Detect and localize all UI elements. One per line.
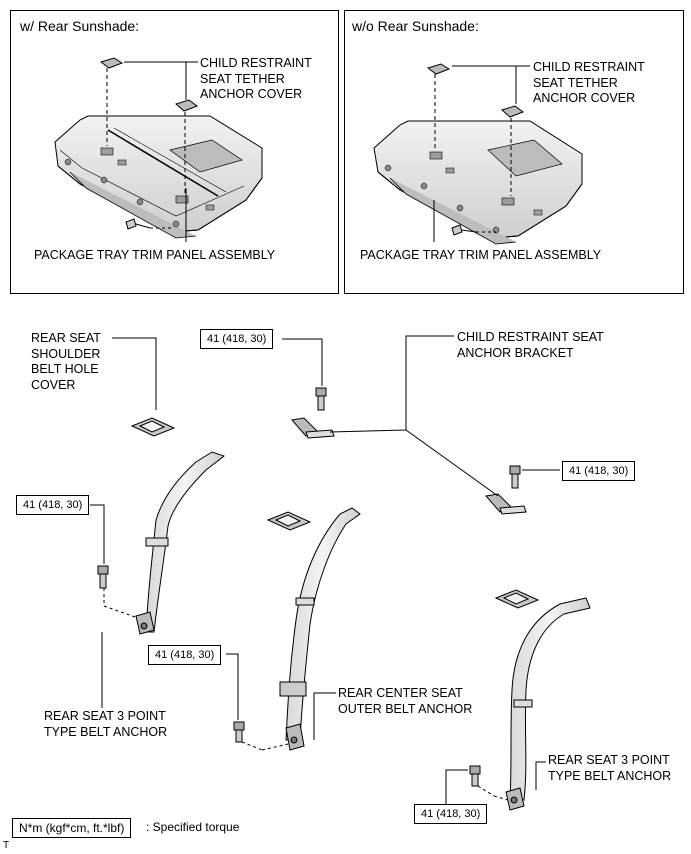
torque-box-left: 41 (418, 30)	[16, 495, 90, 515]
anchor-bracket-label: CHILD RESTRAINT SEAT ANCHOR BRACKET	[457, 330, 604, 360]
left-seat-belt	[90, 451, 226, 708]
anchor-cover-label-left: CHILD RESTRAINT SEAT TETHER ANCHOR COVER	[200, 56, 312, 101]
anchor-cover-label-right: CHILD RESTRAINT SEAT TETHER ANCHOR COVER	[533, 60, 645, 105]
torque-box-bracket: 41 (418, 30)	[562, 461, 636, 481]
torque-box-right: 41 (418, 30)	[414, 804, 488, 824]
center-anchor-label: REAR CENTER SEAT OUTER BELT ANCHOR	[338, 686, 473, 716]
right-seat-belt	[445, 597, 591, 811]
left-anchor-label: REAR SEAT 3 POINT TYPE BELT ANCHOR	[44, 709, 168, 739]
shoulder-cover-label: REAR SEAT SHOULDER BELT HOLE COVER	[31, 331, 101, 392]
tray-label-left: PACKAGE TRAY TRIM PANEL ASSEMBLY	[34, 248, 276, 262]
torque-box-center: 41 (418, 30)	[148, 645, 222, 665]
tray-label-right: PACKAGE TRAY TRIM PANEL ASSEMBLY	[360, 248, 602, 262]
title-without-sunshade: w/o Rear Sunshade:	[352, 18, 479, 34]
torque-box-top: 41 (418, 30)	[200, 329, 274, 349]
package-tray-with-sunshade	[54, 115, 263, 239]
anchor-cover-parts-right	[426, 63, 530, 242]
shoulder-belt-hole-cover	[112, 337, 176, 437]
title-with-sunshade: w/ Rear Sunshade:	[20, 18, 140, 34]
right-anchor-label: REAR SEAT 3 POINT TYPE BELT ANCHOR	[548, 753, 672, 783]
anchor-cover-parts-left	[99, 57, 199, 242]
legend-unit-box: N*m (kgf*cm, ft.*lbf)	[12, 818, 132, 838]
legend-text: : Specified torque	[146, 820, 240, 834]
package-tray-without-sunshade	[373, 120, 583, 245]
hole-covers-other	[266, 511, 540, 609]
corner-mark: T	[3, 840, 10, 851]
center-seat-belt	[226, 507, 361, 751]
child-restraint-anchor-brackets	[282, 335, 560, 515]
